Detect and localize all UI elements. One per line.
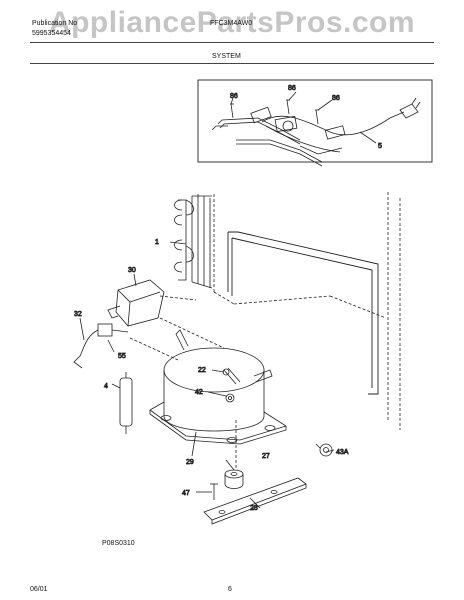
callout-32: 32: [74, 311, 82, 318]
watermark: AppliancePartsPros.com: [48, 6, 416, 39]
callout-4: 4: [104, 383, 108, 390]
callout-55: 55: [118, 353, 126, 360]
callout-5: 5: [378, 143, 382, 150]
callout-47: 47: [182, 490, 190, 497]
callout-30: 30: [128, 267, 136, 274]
callout-43a: 43A: [336, 449, 349, 456]
model-number: FFC3M4AW0: [210, 20, 253, 27]
callout-86-left: 86: [230, 93, 238, 100]
revision-date: 06/01: [30, 586, 48, 593]
condenser: [169, 194, 213, 289]
header-rule: [30, 42, 434, 43]
mounting-rail: [203, 477, 307, 525]
callout-27: 27: [262, 453, 270, 460]
wiring-harness-inset: [197, 79, 433, 167]
cable-clamp: [315, 443, 333, 457]
publication-number: 5995354454: [32, 30, 71, 37]
callout-1: 1: [155, 239, 159, 246]
cabinet-opening: [227, 231, 379, 395]
title-rule: [30, 63, 434, 64]
page-number: 6: [228, 586, 232, 593]
cabinet-outline: [213, 192, 401, 430]
callout-42: 42: [195, 389, 203, 396]
callout-86-middle: 86: [288, 85, 296, 92]
filter-drier: [111, 372, 133, 434]
compressor: [149, 329, 287, 445]
publication-label: Publication No: [32, 20, 78, 27]
callout-28: 28: [250, 505, 258, 512]
callout-leaders: [191, 369, 335, 509]
section-title: SYSTEM: [212, 53, 241, 60]
drawing-code: P08S0310: [102, 540, 135, 547]
alignment-guides: [129, 295, 237, 470]
callout-86-right: 86: [332, 95, 340, 102]
screw: [210, 483, 218, 500]
callout-22: 22: [198, 367, 206, 374]
grommet: [224, 469, 244, 489]
relay-overload: [73, 273, 165, 369]
callout-29: 29: [186, 459, 194, 466]
